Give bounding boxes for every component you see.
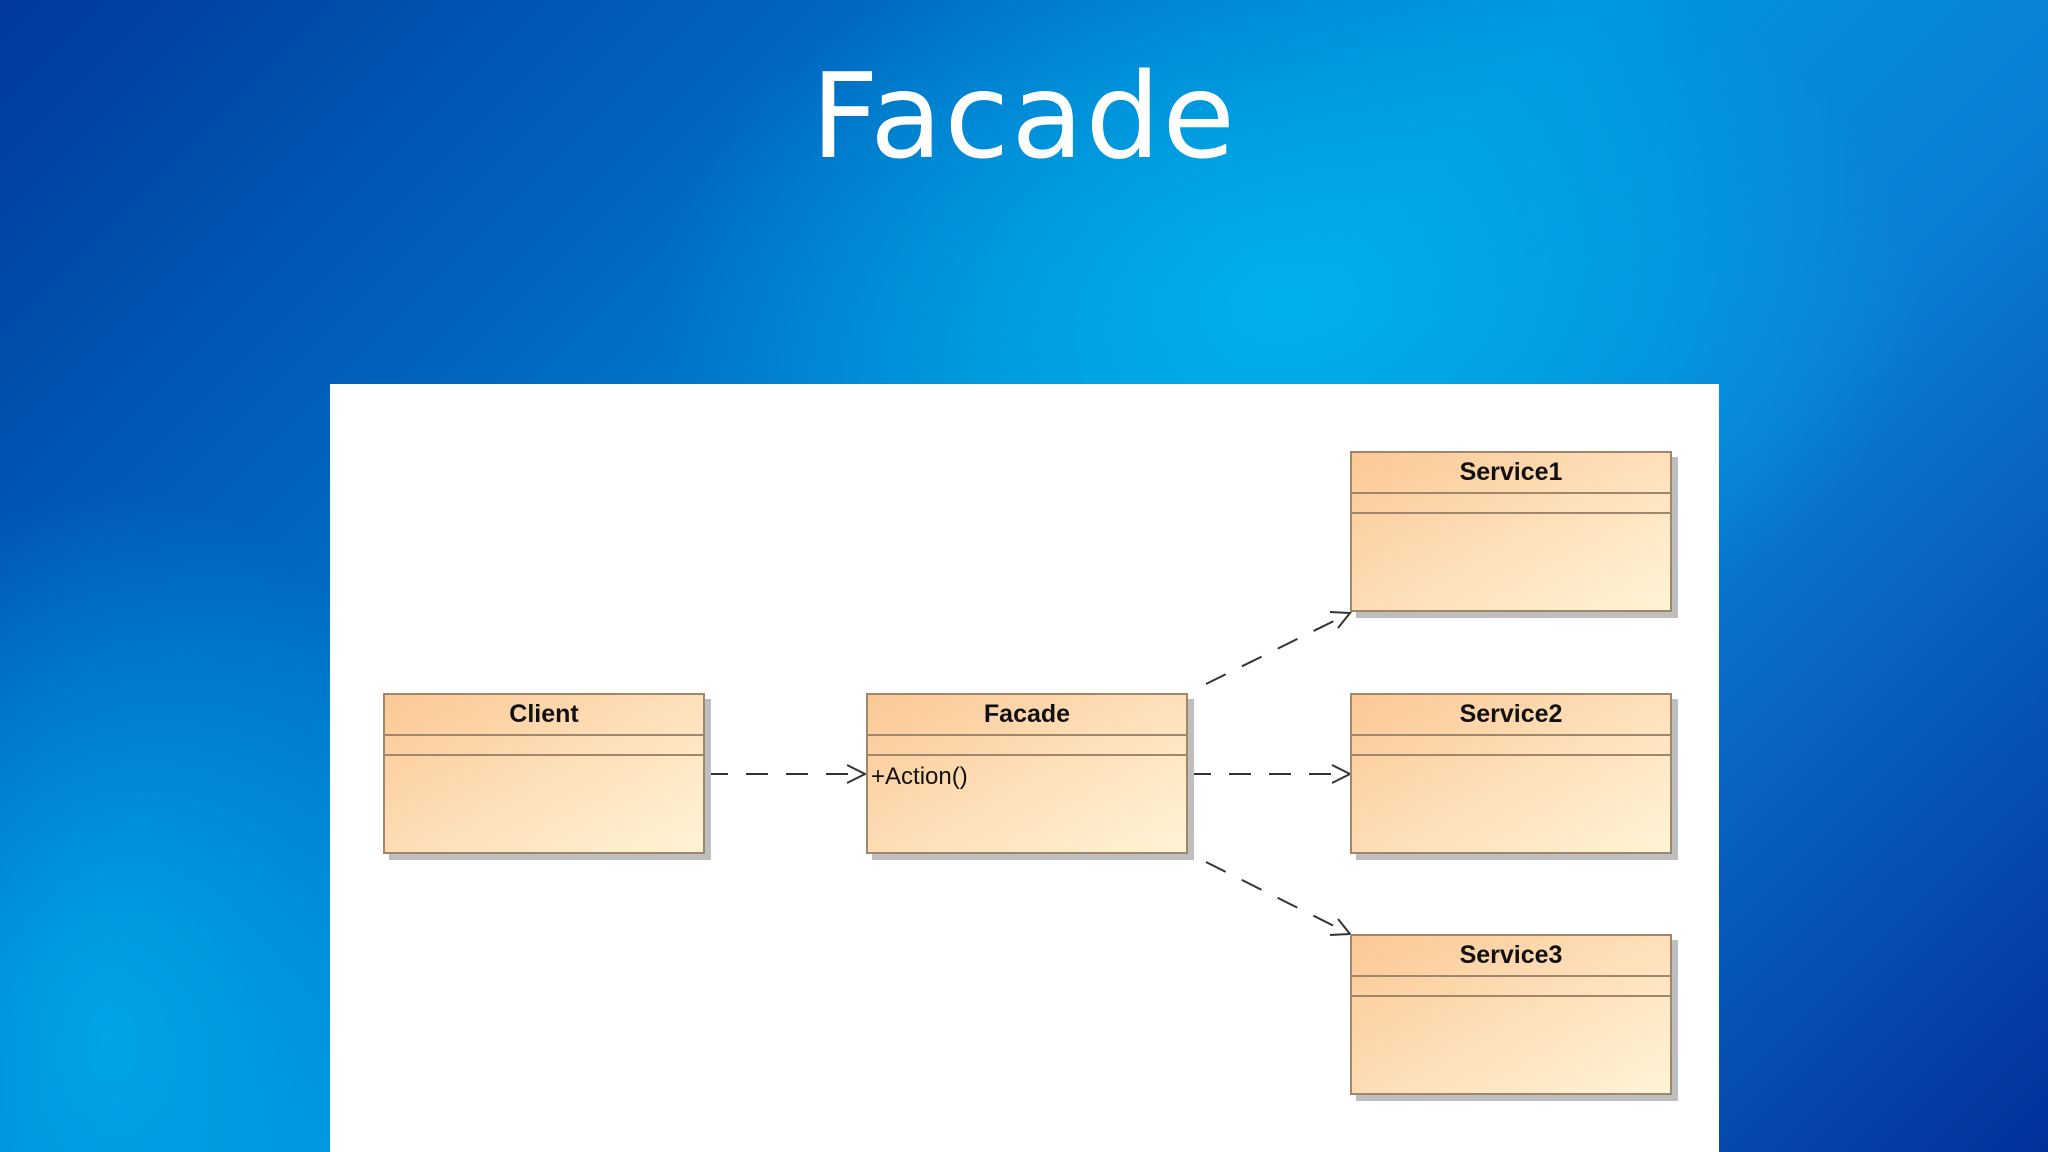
- service1-class-box[interactable]: Service1: [1350, 451, 1672, 612]
- service2-attributes-compartment: [1352, 736, 1670, 756]
- service1-operations-compartment: [1352, 514, 1670, 520]
- dependency-facade-service3: [1205, 861, 1353, 936]
- dependency-connectors: [706, 611, 1353, 936]
- client-attributes-compartment: [385, 736, 703, 756]
- service3-operations-compartment: [1352, 997, 1670, 1003]
- service2-class-name: Service2: [1352, 695, 1670, 736]
- facade-class-name: Facade: [868, 695, 1186, 736]
- facade-class-box[interactable]: Facade +Action(): [866, 693, 1188, 854]
- dependency-client-facade: [706, 764, 868, 784]
- client-operations-compartment: [385, 756, 703, 762]
- service3-class-box[interactable]: Service3: [1350, 934, 1672, 1095]
- slide-title: Facade: [810, 47, 1238, 185]
- service2-operations-compartment: [1352, 756, 1670, 762]
- dependency-facade-service1: [1205, 611, 1353, 685]
- service3-attributes-compartment: [1352, 977, 1670, 997]
- diagram-canvas: Client Facade +Action() Service1 Service…: [330, 384, 1719, 1152]
- service3-class-name: Service3: [1352, 936, 1670, 977]
- dependency-facade-service2: [1189, 764, 1353, 784]
- facade-operations-compartment: +Action(): [868, 756, 1186, 792]
- client-class-box[interactable]: Client: [383, 693, 705, 854]
- facade-action-operation: +Action(): [871, 763, 968, 790]
- client-class-name: Client: [385, 695, 703, 736]
- service1-class-name: Service1: [1352, 453, 1670, 494]
- service2-class-box[interactable]: Service2: [1350, 693, 1672, 854]
- service1-attributes-compartment: [1352, 494, 1670, 514]
- facade-attributes-compartment: [868, 736, 1186, 756]
